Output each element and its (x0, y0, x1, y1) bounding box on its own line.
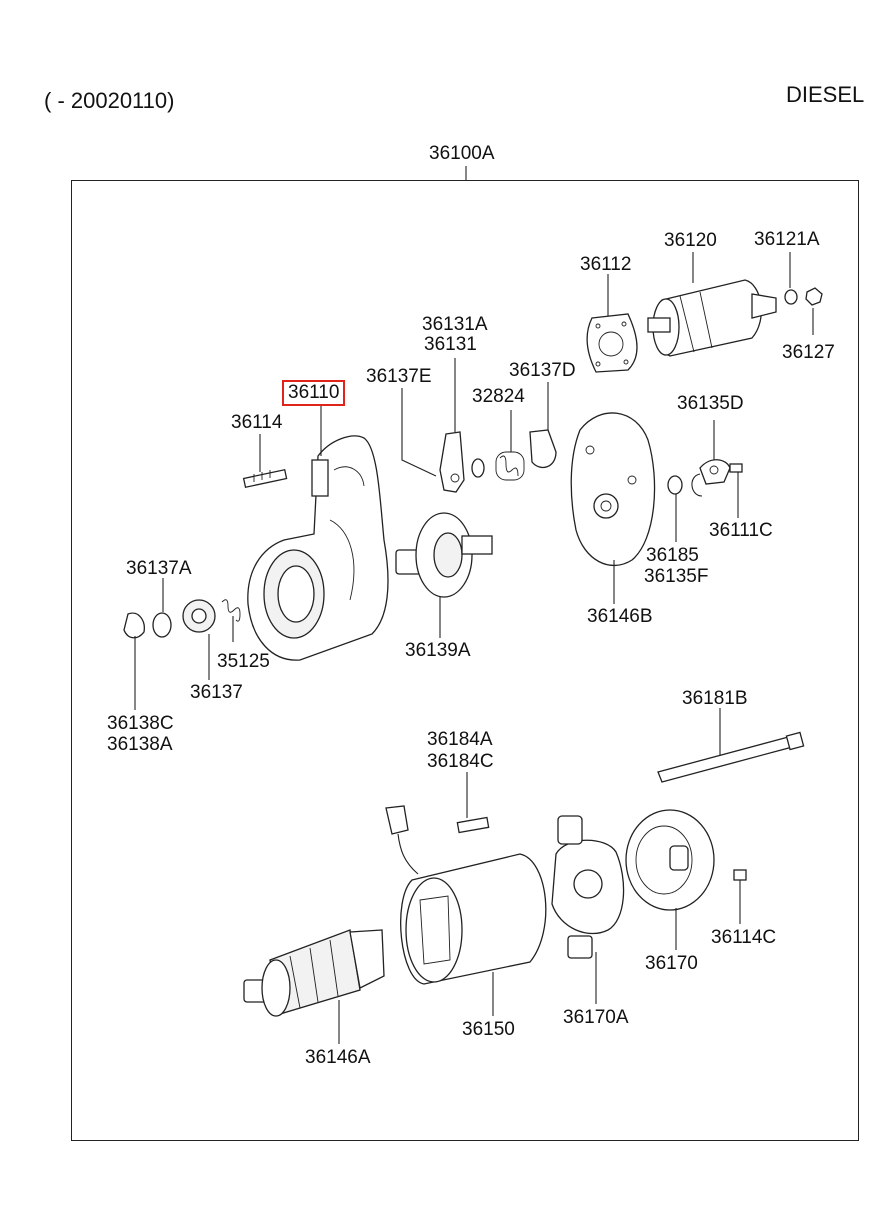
callout-36137E[interactable]: 36137E (366, 366, 432, 387)
part-yoke-36150[interactable] (385, 805, 547, 985)
callout-36127[interactable]: 36127 (782, 342, 835, 363)
callout-36184A[interactable]: 36184A (427, 729, 493, 750)
part-lever-36131[interactable] (439, 431, 465, 493)
part-clip-36138C[interactable] (123, 612, 145, 639)
part-screw-36114C[interactable] (733, 869, 747, 881)
part-spring-35125[interactable] (221, 599, 241, 622)
callout-36114[interactable]: 36114 (231, 412, 283, 433)
part-pinion-36137[interactable] (182, 599, 216, 633)
engine-type-label: DIESEL (786, 82, 865, 107)
part-bolt-36184A[interactable] (456, 816, 490, 834)
callout-36100A[interactable]: 36100A (429, 143, 495, 164)
callout-36137A[interactable]: 36137A (126, 558, 192, 579)
callout-36138A[interactable]: 36138A (107, 734, 173, 755)
part-gear-shaft-36139A[interactable] (395, 512, 493, 598)
part-rear-cover-36170[interactable] (625, 809, 715, 911)
part-washer-36185[interactable] (667, 475, 683, 495)
callout-36150[interactable]: 36150 (462, 1019, 515, 1040)
callout-36146A[interactable]: 36146A (305, 1047, 371, 1068)
part-washer-36121A[interactable] (784, 289, 798, 305)
callout-36120[interactable]: 36120 (664, 230, 717, 251)
part-spring-32824[interactable] (471, 451, 525, 481)
assembly-frame (71, 180, 859, 1141)
part-gasket-36112[interactable] (586, 313, 638, 373)
callout-36137[interactable]: 36137 (190, 682, 243, 703)
part-through-bolt-36181B[interactable] (657, 731, 805, 783)
part-plate-36137D[interactable] (529, 429, 557, 469)
part-bolt-36114[interactable] (242, 468, 288, 489)
part-clip-36135F[interactable] (691, 473, 703, 497)
callout-36185[interactable]: 36185 (646, 545, 699, 566)
part-brush-holder-36170A[interactable] (551, 815, 625, 959)
callout-36170[interactable]: 36170 (645, 953, 698, 974)
callout-36112[interactable]: 36112 (580, 254, 632, 275)
date-range-label: ( - 20020110) (44, 88, 175, 113)
callout-36184C[interactable]: 36184C (427, 751, 494, 772)
callout-35125[interactable]: 35125 (217, 651, 270, 672)
part-screw-36111C[interactable] (729, 463, 743, 473)
callout-36146B[interactable]: 36146B (587, 606, 653, 627)
leader-36137E (401, 388, 437, 477)
callout-36110[interactable]: 36110 (282, 380, 346, 406)
part-bracket-36146B[interactable] (570, 412, 656, 567)
callout-36131[interactable]: 36131 (424, 334, 477, 355)
callout-36137D[interactable]: 36137D (509, 360, 576, 381)
part-ring-36137A[interactable] (152, 612, 172, 638)
callout-36131A[interactable]: 36131A (422, 314, 488, 335)
part-armature-36146A[interactable] (243, 929, 385, 1017)
callout-36135F[interactable]: 36135F (644, 566, 709, 587)
callout-36135D[interactable]: 36135D (677, 393, 744, 414)
part-nut-36127[interactable] (805, 287, 823, 306)
callout-36111C[interactable]: 36111C (709, 520, 773, 541)
callout-36114C[interactable]: 36114C (711, 927, 777, 948)
part-plate-36135D[interactable] (699, 459, 731, 485)
callout-32824[interactable]: 32824 (472, 386, 525, 407)
callout-36181B[interactable]: 36181B (682, 688, 748, 709)
callout-36121A[interactable]: 36121A (754, 229, 820, 250)
callout-36138C[interactable]: 36138C (107, 713, 174, 734)
part-solenoid-36120[interactable] (647, 279, 777, 357)
callout-36170A[interactable]: 36170A (563, 1007, 629, 1028)
callout-36139A[interactable]: 36139A (405, 640, 471, 661)
part-housing-36110[interactable] (247, 435, 389, 661)
